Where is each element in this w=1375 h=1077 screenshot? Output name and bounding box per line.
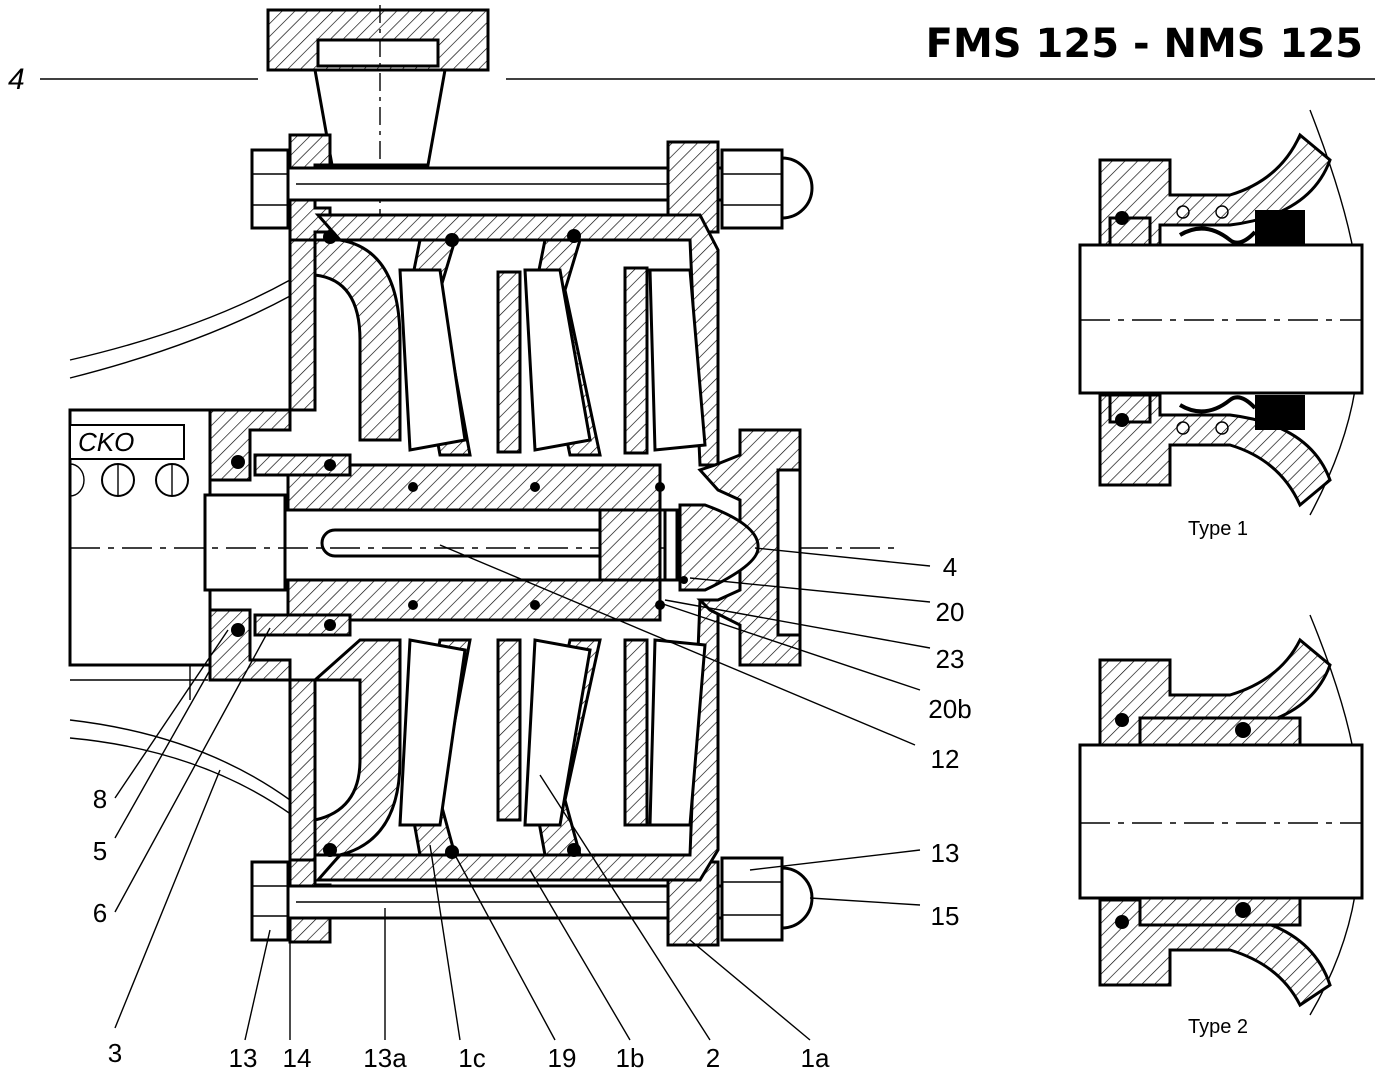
callout-8: 8 [93, 784, 107, 814]
pump-cross-section: CKO [68, 5, 900, 947]
callout-12: 12 [931, 744, 960, 774]
seal-detail-type-2: Type 2 [1078, 614, 1364, 1038]
callout-15: 15 [931, 901, 960, 931]
seal-detail-type-1: Type 1 [1078, 109, 1364, 540]
callout-1b: 1b [616, 1043, 645, 1073]
callout-20: 20 [936, 597, 965, 627]
callout-1c: 1c [458, 1043, 485, 1073]
brand-plate-text: CKO [78, 427, 134, 457]
callout-14: 14 [283, 1043, 312, 1073]
leader-lines [114, 544, 931, 1041]
callout-13-right: 13 [931, 838, 960, 868]
seal-type-1-label: Type 1 [1188, 518, 1248, 540]
callout-2: 2 [706, 1043, 720, 1073]
callout-23: 23 [936, 644, 965, 674]
callout-19: 19 [548, 1043, 577, 1073]
callout-6: 6 [93, 898, 107, 928]
seal-type-2-label: Type 2 [1188, 1016, 1248, 1038]
callout-13a: 13a [363, 1043, 407, 1073]
callout-4: 4 [943, 552, 957, 582]
callout-5: 5 [93, 836, 107, 866]
callout-1a: 1a [801, 1043, 830, 1073]
callout-labels: 4 20 23 20b 12 13 15 8 5 6 3 13 14 13a 1… [93, 552, 972, 1073]
callout-3: 3 [108, 1038, 122, 1068]
callout-20b: 20b [928, 694, 971, 724]
callout-13-bottom: 13 [229, 1043, 258, 1073]
sheet-number: 4 [8, 63, 25, 96]
drawing-title: FMS 125 - NMS 125 [926, 21, 1363, 67]
